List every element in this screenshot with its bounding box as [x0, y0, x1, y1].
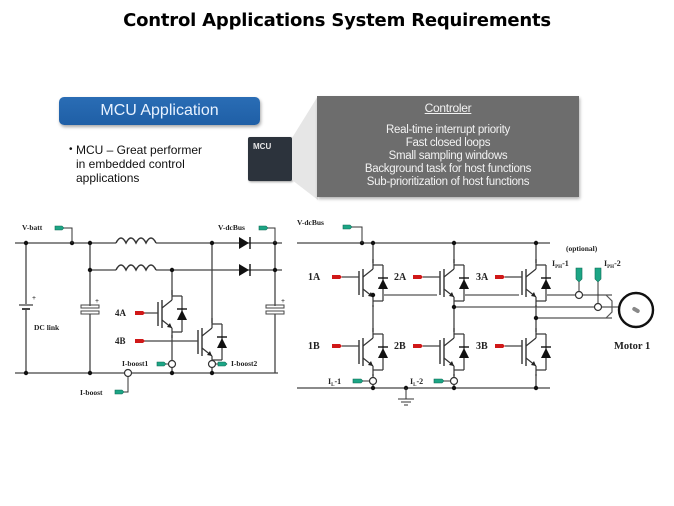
label-dc-link: DC link	[34, 323, 60, 332]
controller-box: Controler Real-time interrupt priority F…	[317, 96, 579, 197]
label-gate-4a: 4A	[115, 308, 127, 318]
label-motor: Motor 1	[614, 341, 650, 352]
label-gate-1a: 1A	[308, 272, 321, 283]
page-title: Control Applications System Requirements	[123, 10, 551, 31]
svg-text:+: +	[32, 294, 36, 302]
label-il-1: IL-1	[328, 377, 341, 388]
bullet-marker: •	[69, 144, 73, 155]
label-i-boost: I-boost	[80, 388, 103, 397]
label-gate-4b: 4B	[115, 336, 126, 346]
label-gate-3b: 3B	[476, 341, 488, 352]
label-v-dcbus-boost: V-dcBus	[218, 223, 245, 232]
label-gate-2b: 2B	[394, 341, 406, 352]
controller-requirements: Real-time interrupt priority Fast closed…	[317, 124, 579, 189]
label-iph-2: IPH-2	[604, 259, 621, 270]
bullet-line: MCU – Great performer	[76, 143, 203, 157]
bullet-line: in embedded control	[76, 157, 185, 171]
projection-beam	[292, 96, 318, 200]
requirement-item: Real-time interrupt priority	[386, 124, 510, 136]
circuit-diagrams: +	[15, 218, 655, 406]
label-i-boost1: I-boost1	[122, 359, 149, 368]
chip-label: MCU	[253, 142, 272, 151]
controller-heading: Controler	[424, 101, 472, 115]
label-gate-2a: 2A	[394, 272, 407, 283]
bullet-line: applications	[76, 171, 140, 185]
label-gate-3a: 3A	[476, 272, 489, 283]
boost-converter-diagram: +	[15, 223, 285, 397]
label-plus: +	[281, 297, 285, 305]
label-gate-1b: 1B	[308, 341, 320, 352]
requirement-item: Background task for host functions	[364, 163, 532, 175]
mcu-application-banner: MCU Application	[59, 97, 260, 125]
requirement-item: Small sampling windows	[388, 150, 508, 162]
label-i-boost2: I-boost2	[231, 359, 258, 368]
three-phase-inverter-diagram: V-dcBus 1A 2A 3A 1B 2B 3B IL-1 IL-2 (opt…	[297, 218, 655, 406]
label-optional: (optional)	[566, 244, 598, 253]
requirement-item: Sub-prioritization of host functions	[366, 176, 530, 188]
label-il-2: IL-2	[410, 377, 423, 388]
label-v-batt: V-batt	[22, 223, 43, 232]
requirement-item: Fast closed loops	[405, 137, 491, 149]
label-v-dcbus-inverter: V-dcBus	[297, 218, 324, 227]
mcu-chip-icon: MCU	[248, 137, 292, 181]
label-iph-1: IPH-1	[552, 259, 569, 270]
mcu-bullet: • MCU – Great performer in embedded cont…	[69, 143, 230, 185]
label-plus: +	[95, 297, 99, 305]
